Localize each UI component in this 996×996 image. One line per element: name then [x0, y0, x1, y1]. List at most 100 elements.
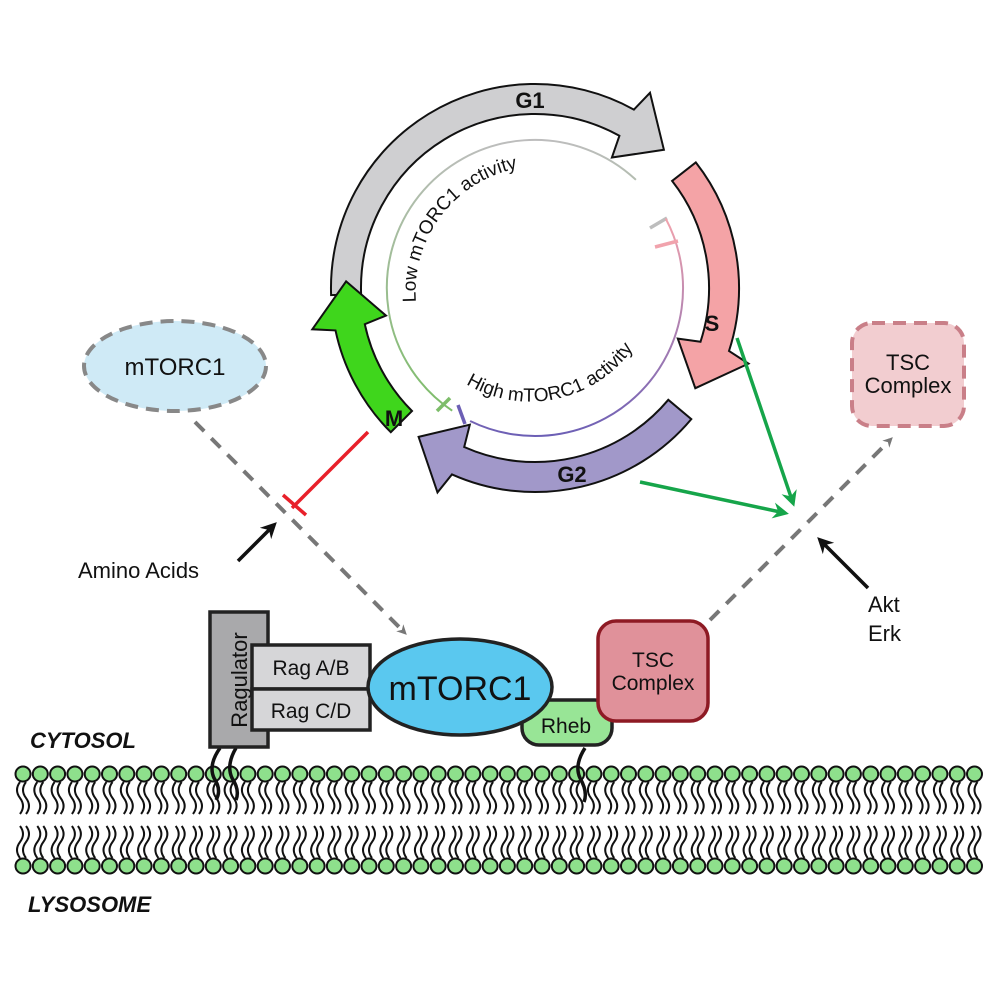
- lipid-tail: [206, 825, 215, 859]
- lipid-tail: [586, 825, 595, 859]
- lipid-tail: [558, 825, 567, 859]
- lipid-head: [827, 765, 845, 783]
- lipid-tail: [887, 825, 895, 859]
- lipid: [152, 765, 170, 875]
- lipid: [758, 765, 776, 875]
- lipid-tail: [679, 781, 688, 815]
- high-activity-label: High mTORC1 activity: [464, 338, 638, 407]
- lipid-tail: [627, 825, 636, 859]
- lipid-head: [170, 765, 188, 783]
- lipid: [931, 765, 949, 875]
- lipid-tail: [240, 825, 249, 859]
- lipid-tail: [189, 781, 197, 815]
- lipid-head: [49, 765, 67, 783]
- lipid-tail: [535, 825, 543, 859]
- free-mtorc1-label: mTORC1: [125, 354, 226, 381]
- lipid: [654, 765, 672, 875]
- s-label: S: [705, 311, 720, 336]
- lipid-head: [654, 765, 672, 783]
- free-tsc-label-2: Complex: [865, 373, 952, 398]
- lipid-tail: [656, 825, 665, 859]
- lipid-tail: [932, 825, 941, 859]
- lipid-tail: [402, 781, 411, 815]
- lipid-tail: [973, 825, 982, 859]
- lipid-tail: [385, 825, 394, 859]
- lipid-tail: [206, 781, 215, 815]
- lipid-tail: [431, 825, 440, 859]
- lipid-head: [66, 857, 84, 875]
- mtorc1-membrane-label: mTORC1: [389, 670, 532, 708]
- lipid-tail: [662, 825, 671, 859]
- lipid-head: [412, 765, 430, 783]
- tsc-membrane-box: [596, 619, 710, 723]
- lipid-head: [464, 765, 482, 783]
- rag-cd-box: [250, 687, 372, 732]
- tsc-release-arrow: [708, 437, 893, 622]
- lipid-tail: [604, 825, 613, 859]
- lipid-head: [637, 857, 655, 875]
- lipid-tail: [662, 781, 671, 815]
- lipid-tail: [535, 781, 543, 815]
- lipid-tail: [154, 781, 163, 815]
- lipid-tail: [800, 781, 809, 815]
- m-inhibition-line: [290, 430, 370, 510]
- lipid-tail: [419, 825, 428, 859]
- lipid-head: [101, 765, 118, 783]
- lipid-tail: [690, 825, 699, 859]
- lipid: [66, 765, 84, 875]
- lipid-head: [568, 857, 586, 875]
- lipid: [256, 765, 274, 875]
- lipid-tail: [223, 781, 232, 815]
- lipid: [896, 765, 914, 875]
- low-activity-bar-end: [435, 396, 452, 413]
- lipid-tail: [835, 781, 844, 815]
- lipid-tail: [316, 825, 325, 859]
- g1-phase-arrow: [330, 83, 666, 297]
- lipid-tail: [506, 781, 515, 815]
- amino-acids-arrow: [236, 522, 277, 563]
- rheb-anchor: [576, 747, 588, 803]
- lipid-tail: [811, 825, 820, 859]
- lipid-head: [533, 765, 551, 783]
- lipid: [429, 765, 447, 875]
- amino-acids-label: Amino Acids: [78, 558, 199, 583]
- lipid-head: [810, 765, 828, 783]
- lipid-tail: [73, 781, 82, 815]
- lipid: [325, 765, 343, 875]
- lipid-tail: [777, 825, 786, 859]
- lipid-head: [187, 765, 205, 783]
- lipid-tail: [569, 781, 578, 815]
- lipid-tail: [160, 825, 169, 859]
- lipid-head: [291, 765, 309, 783]
- lipid-tail: [811, 781, 820, 815]
- rag-cd-label: Rag C/D: [271, 700, 352, 723]
- lipid-head: [671, 857, 689, 875]
- m-phase-arrow: [310, 279, 414, 434]
- lipid: [274, 765, 291, 875]
- lipid-head: [948, 765, 966, 783]
- lipid-tail: [621, 781, 630, 815]
- lipid-tail: [777, 781, 786, 815]
- lipid: [827, 765, 845, 875]
- lipid-tail: [956, 825, 965, 859]
- lipid: [862, 765, 880, 875]
- lipid: [914, 765, 932, 875]
- lipid-tail: [817, 825, 826, 859]
- lipid: [464, 765, 482, 875]
- lipid: [533, 765, 551, 875]
- lipid: [481, 765, 499, 875]
- lipid-tail: [22, 781, 30, 815]
- lipid-head: [810, 857, 828, 875]
- lipid-tail: [835, 825, 844, 859]
- lipid-head: [222, 857, 240, 875]
- lipid-tail: [638, 781, 647, 815]
- lipid-tail: [610, 825, 619, 859]
- lipid-tail: [644, 781, 653, 815]
- lipid-tail: [379, 781, 388, 815]
- lipid-tail: [310, 781, 319, 815]
- lipid-head: [152, 765, 170, 783]
- lipid-tail: [708, 781, 716, 815]
- lipid: [308, 765, 326, 875]
- lipid-head: [758, 857, 776, 875]
